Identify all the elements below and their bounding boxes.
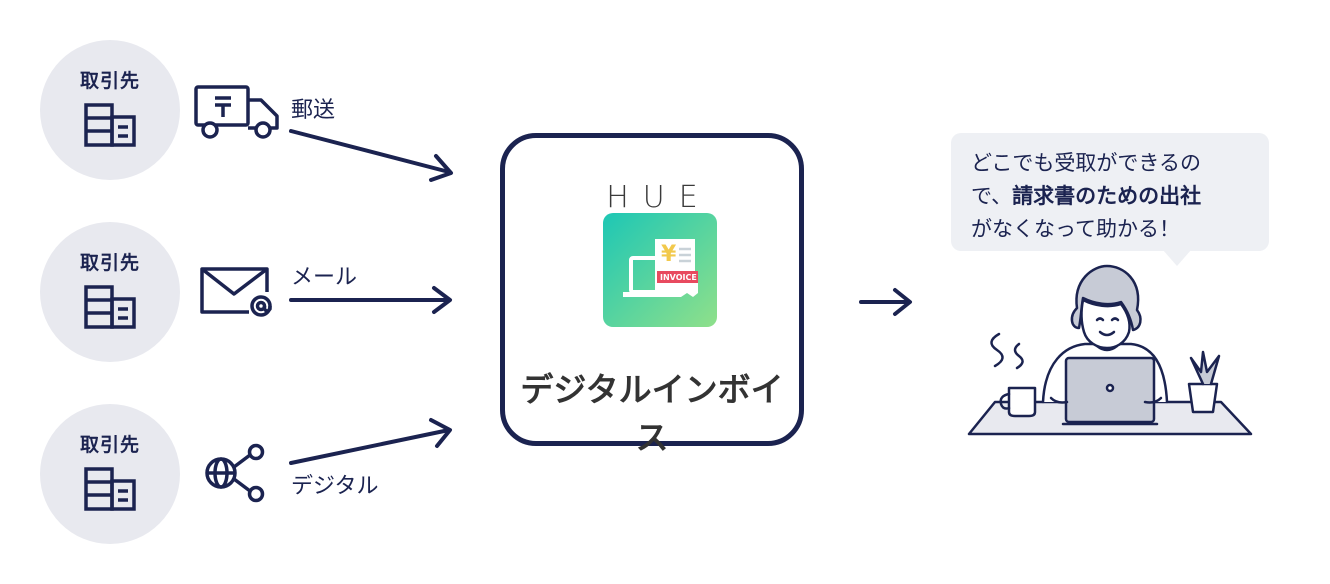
delivery-truck-icon xyxy=(194,85,279,139)
speech-line-2-prefix: で、 xyxy=(971,184,1013,208)
speech-line-2-bold: 請求書のための出社 xyxy=(1012,184,1202,208)
partner-node-1: 取引先 xyxy=(40,40,180,180)
partner-node-2: 取引先 xyxy=(40,222,180,362)
network-globe-icon xyxy=(205,443,265,503)
partner-label: 取引先 xyxy=(79,70,140,92)
email-icon xyxy=(200,267,272,317)
speech-bubble: どこでも受取ができるの で、請求書のための出社 がなくなって助かる！ xyxy=(951,133,1269,251)
partner-node-3: 取引先 xyxy=(40,404,180,544)
person-hair xyxy=(1070,264,1142,332)
arrow-from-email xyxy=(289,286,452,314)
plant-pot xyxy=(1187,382,1219,414)
steam xyxy=(990,332,1004,368)
person-face xyxy=(1080,298,1131,350)
partner-label: 取引先 xyxy=(79,252,140,274)
arrow-to-user xyxy=(859,288,912,316)
channel-label-digital: デジタル xyxy=(291,474,379,499)
arrow-from-digital xyxy=(289,418,452,465)
building-icon xyxy=(84,285,136,329)
building-icon xyxy=(84,103,136,147)
product-name: デジタルインボイス xyxy=(520,370,784,457)
channel-label-email: メール xyxy=(291,265,358,290)
invoice-badge: INVOICE xyxy=(660,273,697,282)
channel-label-mail: 郵送 xyxy=(291,98,336,123)
person-at-laptop-illustration xyxy=(967,264,1253,436)
speech-line-2: で、請求書のための出社 xyxy=(971,180,1249,213)
speech-line-1: どこでも受取ができるの xyxy=(971,151,1201,175)
speech-bubble-tail xyxy=(1163,250,1191,266)
plant-leaves xyxy=(1189,350,1221,386)
product-card: HUE ¥ INVOICE デジタルインボイス xyxy=(500,133,804,457)
invoice-app-icon: ¥ INVOICE xyxy=(603,213,717,327)
coffee-mug xyxy=(1007,386,1037,418)
arrow-from-mail xyxy=(289,129,453,182)
speech-line-3: がなくなって助かる！ xyxy=(971,217,1180,241)
hue-logo: HUE xyxy=(606,180,712,215)
yen-symbol: ¥ xyxy=(661,242,677,267)
building-icon xyxy=(84,467,136,511)
partner-label: 取引先 xyxy=(79,434,140,456)
